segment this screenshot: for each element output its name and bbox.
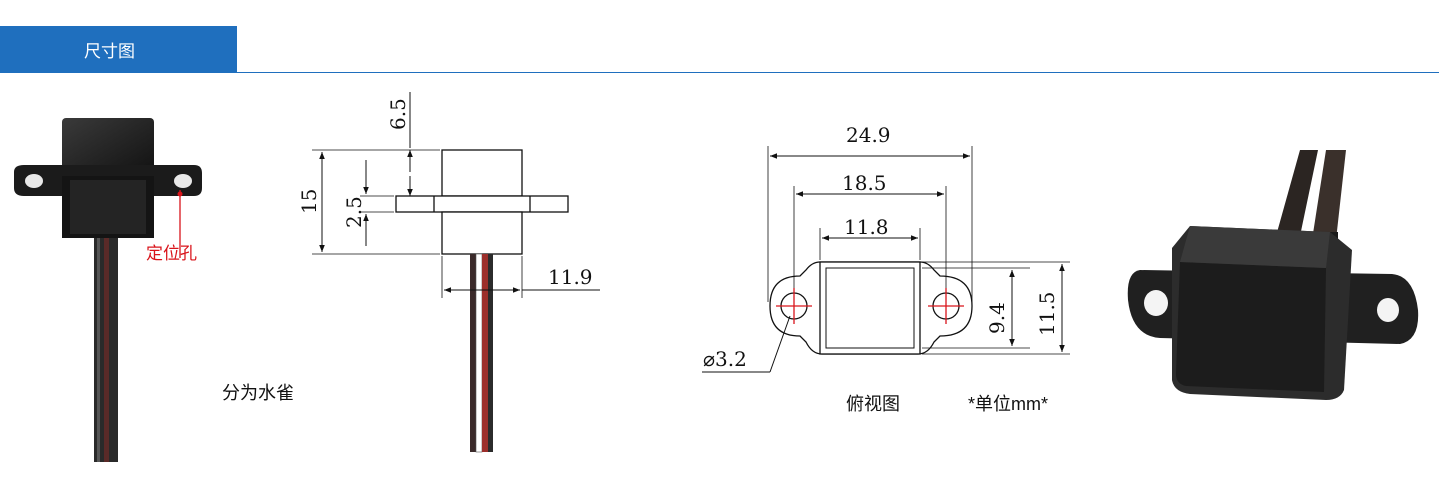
side-view-drawing	[312, 92, 600, 453]
section-title-bar: 尺寸图	[0, 26, 237, 72]
dim-body-height: 9.4	[985, 302, 1009, 334]
section-title: 尺寸图	[84, 41, 135, 61]
sensor-photo-left: 定位孔 分为水雀	[14, 118, 316, 462]
top-view-drawing	[702, 146, 1070, 373]
partial-caption: 分为水雀	[222, 383, 294, 403]
dim-flange-height: 11.5	[1035, 291, 1059, 336]
dim-body-width: 11.8	[844, 215, 889, 239]
hole-label: 定位孔	[146, 244, 197, 263]
header-divider	[0, 72, 1439, 73]
dim-side-flange: 2.5	[342, 196, 366, 228]
unit-note: *单位mm*	[968, 394, 1048, 414]
dim-side-width: 11.9	[548, 265, 593, 289]
dim-overall-width: 24.9	[846, 123, 891, 147]
dim-side-top: 6.5	[386, 98, 410, 130]
dim-side-height: 15	[297, 189, 321, 214]
top-view-caption: 俯视图	[846, 394, 900, 414]
sensor-photo-right	[1127, 150, 1419, 400]
hole-centerlines	[776, 288, 964, 324]
dim-hole-spacing: 18.5	[842, 171, 887, 195]
dim-hole-diameter: ⌀3.2	[703, 347, 747, 371]
